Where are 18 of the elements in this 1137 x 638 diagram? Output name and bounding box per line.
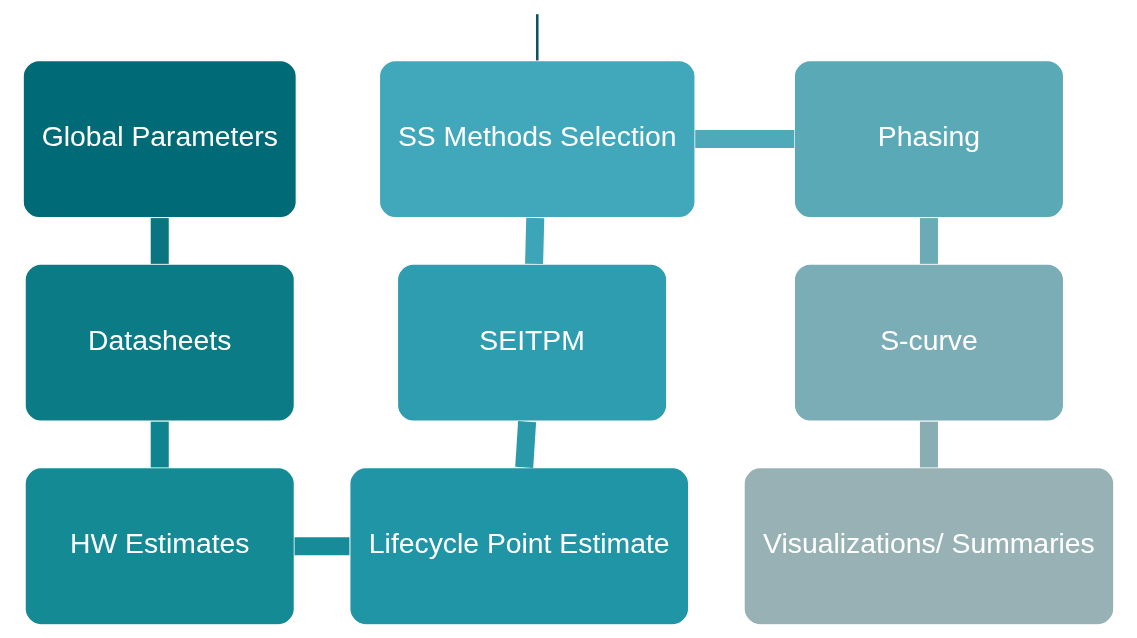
node-box: Datasheets — [24, 263, 296, 422]
connector — [150, 421, 169, 468]
node-box: Global Parameters — [22, 59, 297, 219]
connector — [150, 218, 169, 264]
connector — [515, 421, 537, 468]
node-box: Phasing — [793, 59, 1065, 219]
node-box: Lifecycle Point Estimate — [349, 467, 690, 626]
node-box: HW Estimates — [24, 467, 296, 626]
connector — [695, 130, 795, 149]
node-box: SS Methods Selection — [378, 59, 696, 219]
node-box: SEITPM — [396, 263, 668, 422]
node-box: S-curve — [793, 263, 1065, 422]
connector — [294, 537, 350, 556]
node-box: Visualizations/ Summaries — [743, 467, 1115, 626]
connector — [525, 217, 545, 265]
connector — [535, 14, 539, 61]
connector — [919, 421, 938, 468]
connector — [919, 218, 938, 264]
